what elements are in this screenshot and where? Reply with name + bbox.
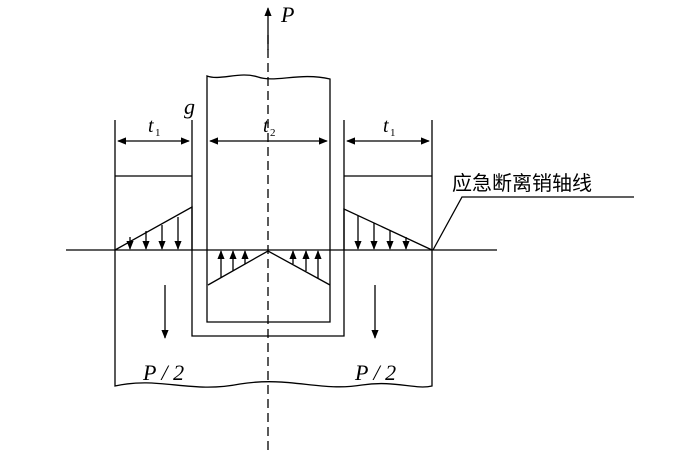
- label-t1-left: t: [148, 115, 154, 137]
- outer-body: [114, 120, 433, 388]
- label-p-half-left: P / 2: [142, 360, 184, 385]
- label-p: P: [280, 2, 294, 27]
- label-p-half-right: P / 2: [354, 360, 396, 385]
- label-t2: t: [263, 115, 269, 137]
- label-t1-right-sub: 1: [390, 127, 396, 139]
- center-rod: [206, 74, 331, 323]
- right-load-triangle: [343, 207, 433, 251]
- callout-label: 应急断离销轴线: [452, 171, 592, 195]
- center-reaction-triangle: [207, 250, 331, 286]
- callout-leader: [432, 196, 634, 251]
- label-g: g: [184, 94, 195, 119]
- label-t1-right: t: [383, 115, 389, 137]
- label-t1-left-sub: 1: [155, 127, 161, 139]
- left-load-triangle: [114, 205, 193, 251]
- label-t2-sub: 2: [270, 127, 276, 139]
